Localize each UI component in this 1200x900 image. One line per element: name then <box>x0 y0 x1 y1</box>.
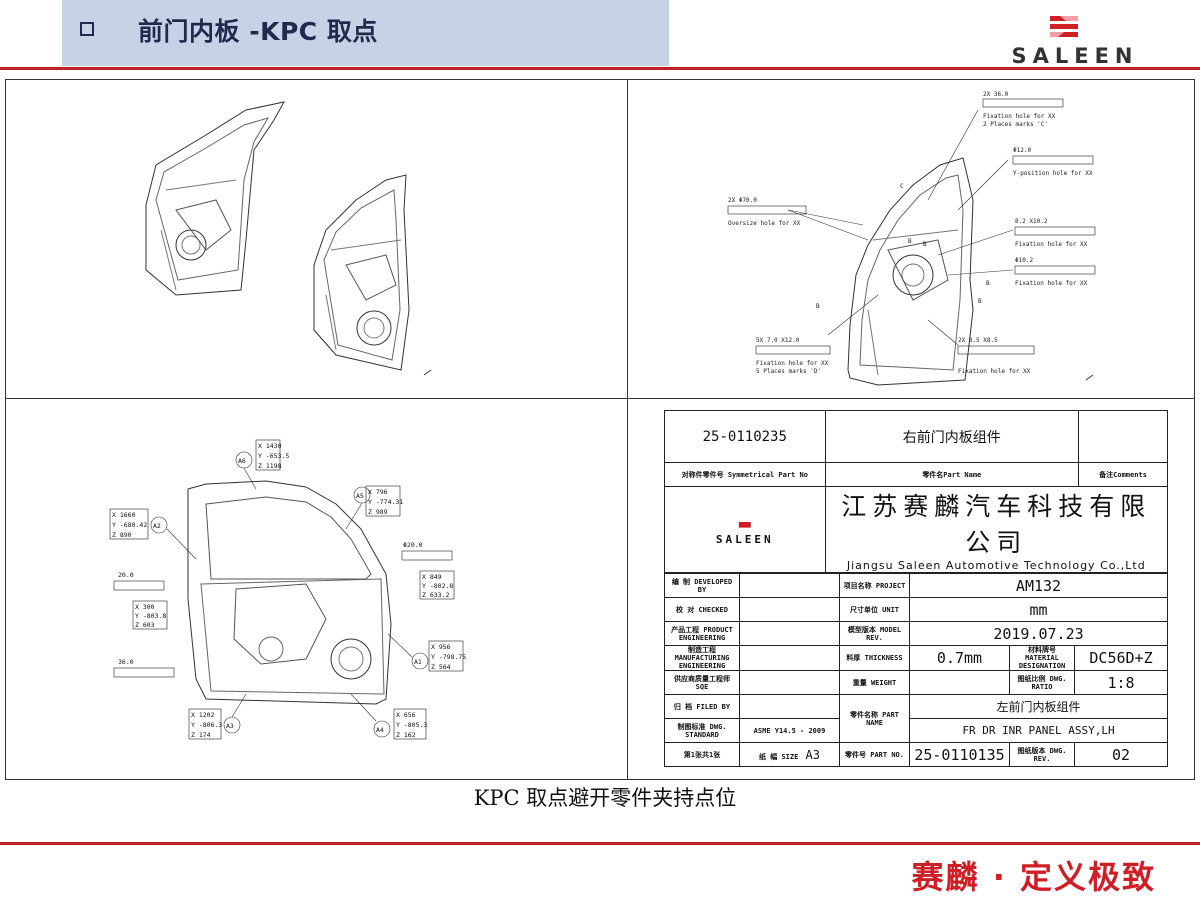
svg-text:Y -798.75: Y -798.75 <box>431 653 466 661</box>
note-1: 2X 36.0 <box>983 91 1009 98</box>
door-kpc-annotations: 2X 36.0 Fixation hole for XX 2 Places ma… <box>727 91 1096 386</box>
note-3: 2X Φ70.0 <box>728 197 757 204</box>
checkbox-bullet-icon <box>80 22 94 36</box>
label-b1: B <box>908 238 912 245</box>
logo-text: SALEEN <box>1011 44 1139 68</box>
footer-divider <box>0 842 1200 845</box>
page-title: 前门内板 -KPC 取点 <box>138 17 378 46</box>
note-7: 2X 8.5 X8.5 <box>958 337 998 344</box>
svg-text:X 300: X 300 <box>135 603 155 611</box>
label-b3: B <box>816 303 820 310</box>
note-3b: Oversize hole for XX <box>728 220 801 227</box>
label-b4: B <box>986 280 990 287</box>
svg-text:Z 633.2: Z 633.2 <box>422 591 449 599</box>
svg-text:X 1430: X 1430 <box>258 442 282 450</box>
label-c: C <box>900 183 904 190</box>
svg-text:X 1202: X 1202 <box>191 711 215 719</box>
note-1b: Fixation hole for XX <box>983 113 1056 120</box>
svg-text:Z 989: Z 989 <box>368 508 388 516</box>
label-b2: B <box>923 241 927 248</box>
corp-name-en: Jiangsu Saleen Automotive Technology Co.… <box>846 559 1146 572</box>
svg-text:Y -803.8: Y -803.8 <box>135 612 166 620</box>
title-bar: 前门内板 -KPC 取点 <box>62 0 669 66</box>
corp-name-cn: 江苏赛麟汽车科技有限公司 <box>841 492 1152 557</box>
note-1c: 2 Places marks 'C' <box>983 121 1048 128</box>
note-6: 5X 7.0 X12.0 <box>756 337 800 344</box>
note-5b: Fixation hole for XX <box>1015 280 1088 287</box>
sym-part-no: 25-0110235 <box>664 410 826 463</box>
header-divider <box>0 67 1200 70</box>
svg-text:X 796: X 796 <box>368 488 388 496</box>
grid-divider-horizontal <box>5 398 1195 399</box>
svg-text:Y -802.8: Y -802.8 <box>422 582 453 590</box>
door-view-front <box>145 101 285 296</box>
svg-text:20.0: 20.0 <box>118 571 134 579</box>
drawing-title-block: 25-0110235 右前门内板组件 对称件零件号 Symmetrical Pa… <box>664 410 1169 774</box>
door-outline <box>847 157 974 386</box>
svg-text:36.0: 36.0 <box>118 658 134 666</box>
svg-text:Z 1198: Z 1198 <box>258 462 282 470</box>
door-isometric-views <box>145 101 432 376</box>
point-leaders <box>150 451 429 738</box>
svg-text:Φ20.0: Φ20.0 <box>403 541 423 549</box>
svg-text:Z 890: Z 890 <box>112 531 132 539</box>
leader-lines <box>787 109 1014 346</box>
note-7b: Fixation hole for XX <box>958 368 1031 375</box>
note-4b: Fixation hole for XX <box>1015 241 1088 248</box>
svg-text:X 656: X 656 <box>396 711 416 719</box>
svg-text:Z 564: Z 564 <box>431 663 451 671</box>
note-6c: 5 Places marks 'D' <box>756 368 821 375</box>
svg-text:Y -774.31: Y -774.31 <box>368 498 403 506</box>
label-b5: B <box>978 298 982 305</box>
saleen-logo: SALEEN <box>980 12 1170 68</box>
svg-text:Y -680.42: Y -680.42 <box>112 521 147 529</box>
title-block-grid: 编 制 DEVELOPED BY 项目名称 PROJECT AM132 校 对 … <box>664 573 1168 767</box>
svg-text:A1: A1 <box>414 658 422 666</box>
figure-caption: KPC 取点避开零件夹持点位 <box>473 786 737 810</box>
annotation-labels: 2X 36.0 Fixation hole for XX 2 Places ma… <box>727 91 1096 375</box>
sym-part-name: 右前门内板组件 <box>824 410 1080 463</box>
note-4: 8.2 X10.2 <box>1015 218 1048 225</box>
grid-divider-vertical <box>627 79 628 780</box>
svg-text:Y -805.3: Y -805.3 <box>396 721 427 729</box>
door-side-view <box>187 480 392 705</box>
coordinate-tables: X 1430 Y -653.5 Z 1198 X 796 Y -774.31 Z… <box>109 439 466 740</box>
title-block-logo: ▬ SALEEN <box>664 486 826 573</box>
note-6b: Fixation hole for XX <box>756 360 829 367</box>
svg-text:A3: A3 <box>226 722 234 730</box>
note-2: Φ12.0 <box>1013 147 1031 154</box>
svg-text:A6: A6 <box>238 457 246 465</box>
footer-slogan: 赛麟 · 定义极致 <box>911 858 1156 896</box>
svg-text:X 1660: X 1660 <box>112 511 136 519</box>
drawing-grid-frame <box>5 79 1195 780</box>
svg-text:X 849: X 849 <box>422 573 442 581</box>
svg-text:A2: A2 <box>153 522 161 530</box>
door-view-rear <box>313 174 410 371</box>
svg-text:Z 174: Z 174 <box>191 731 211 739</box>
svg-text:Z 162: Z 162 <box>396 731 416 739</box>
note-2b: Y-position hole for XX <box>1013 170 1093 177</box>
svg-text:A4: A4 <box>376 726 384 734</box>
svg-text:A5: A5 <box>356 492 364 500</box>
saleen-emblem-icon <box>1050 16 1078 37</box>
note-5: Φ10.2 <box>1015 257 1033 264</box>
svg-text:Y -806.3: Y -806.3 <box>191 721 222 729</box>
title-block-top: 25-0110235 右前门内板组件 对称件零件号 Symmetrical Pa… <box>664 410 1169 573</box>
svg-text:X 956: X 956 <box>431 643 451 651</box>
svg-text:Y -653.5: Y -653.5 <box>258 452 289 460</box>
svg-text:Z 603: Z 603 <box>135 621 155 629</box>
